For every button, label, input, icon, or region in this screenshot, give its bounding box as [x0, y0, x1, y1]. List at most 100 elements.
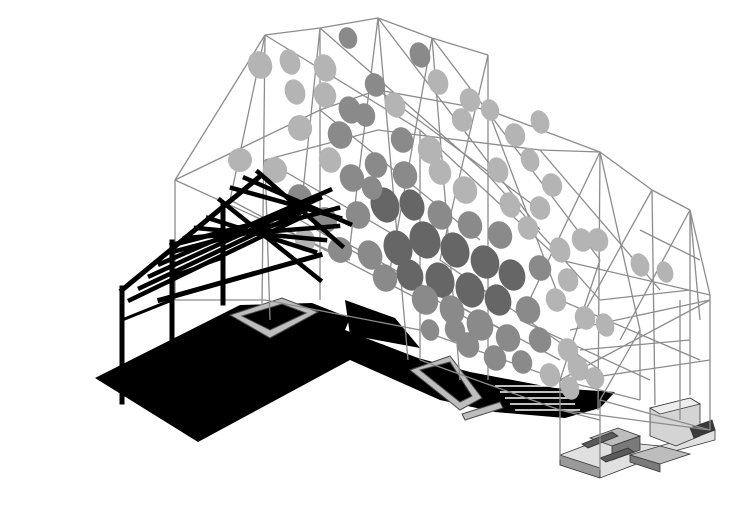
disc: [457, 211, 483, 239]
disc: [484, 284, 512, 316]
disc: [439, 295, 465, 325]
frame-strut: [319, 17, 379, 29]
disc: [392, 161, 418, 189]
disc: [585, 367, 605, 389]
disc: [557, 268, 579, 292]
disc: [571, 228, 593, 252]
disc: [539, 363, 561, 387]
disc: [262, 157, 288, 183]
frame-strut: [597, 151, 601, 411]
frame-strut: [651, 189, 691, 211]
frame-strut: [639, 229, 701, 261]
disc: [357, 240, 383, 270]
frame-strut: [431, 37, 601, 261]
pergola-crossbars: [120, 226, 270, 322]
disc: [279, 49, 301, 75]
disc: [452, 176, 478, 204]
disc: [372, 264, 398, 292]
frame-strut: [599, 289, 691, 301]
frame-strut: [539, 149, 601, 153]
disc: [440, 232, 470, 268]
disc: [656, 261, 674, 283]
disc: [574, 306, 596, 330]
disc: [327, 237, 353, 263]
frame-strut: [264, 299, 421, 331]
disc: [409, 42, 431, 68]
disc: [411, 285, 439, 315]
frame-strut: [689, 209, 701, 321]
disc: [504, 123, 526, 147]
disc: [361, 176, 383, 200]
disc: [528, 255, 552, 281]
disc: [384, 92, 406, 118]
frame-strut: [264, 27, 321, 36]
disc: [495, 324, 521, 352]
frame-strut: [519, 151, 601, 321]
disc: [545, 288, 567, 312]
disc: [466, 309, 494, 341]
disc: [420, 319, 440, 341]
disc: [444, 318, 466, 342]
disc: [287, 115, 313, 141]
frame-strut: [377, 17, 409, 361]
disc: [459, 88, 481, 112]
frame-strut: [579, 189, 653, 321]
disc: [399, 189, 425, 221]
frame-strut: [377, 17, 433, 39]
disc: [517, 216, 539, 240]
disc: [425, 262, 455, 298]
disc: [409, 221, 441, 259]
disc: [587, 228, 609, 252]
frame-strut: [264, 129, 379, 161]
disc: [364, 152, 388, 178]
disc: [318, 147, 342, 173]
disc: [327, 121, 353, 149]
disc: [470, 245, 500, 279]
disc: [487, 221, 513, 249]
frame-strut: [579, 339, 691, 351]
disc: [284, 79, 306, 105]
disc: [557, 338, 579, 362]
disc: [567, 355, 589, 381]
frame-strut: [599, 151, 653, 191]
hanging-discs: [228, 27, 674, 400]
disc: [480, 99, 500, 121]
disc: [595, 313, 615, 337]
disc: [345, 201, 371, 229]
frame-strut: [419, 129, 561, 261]
disc: [247, 51, 273, 79]
pergola: [118, 168, 353, 405]
disc: [339, 164, 365, 192]
disc: [364, 73, 386, 97]
disc: [428, 159, 452, 185]
ground-strip: [345, 300, 420, 348]
disc: [499, 192, 521, 218]
frame-strut: [419, 359, 561, 411]
frame-strut: [619, 209, 691, 341]
disc: [427, 200, 453, 230]
disc: [528, 327, 552, 353]
frame-strut: [651, 189, 656, 406]
frame-strut: [559, 409, 711, 431]
disc: [338, 27, 358, 49]
disc: [529, 196, 551, 220]
disc: [451, 108, 473, 132]
disc: [396, 259, 424, 291]
frame-strut: [689, 209, 711, 296]
frame-strut: [599, 399, 711, 431]
disc: [630, 253, 650, 277]
disc: [498, 259, 526, 291]
disc: [313, 54, 337, 82]
disc: [487, 157, 509, 183]
disc: [520, 148, 540, 172]
disc: [515, 296, 541, 324]
disc: [560, 376, 580, 400]
frame-strut: [599, 329, 641, 401]
disc: [427, 69, 449, 95]
frame-strut: [559, 259, 711, 296]
disc: [511, 350, 533, 374]
disc: [417, 136, 443, 164]
disc: [390, 127, 414, 153]
